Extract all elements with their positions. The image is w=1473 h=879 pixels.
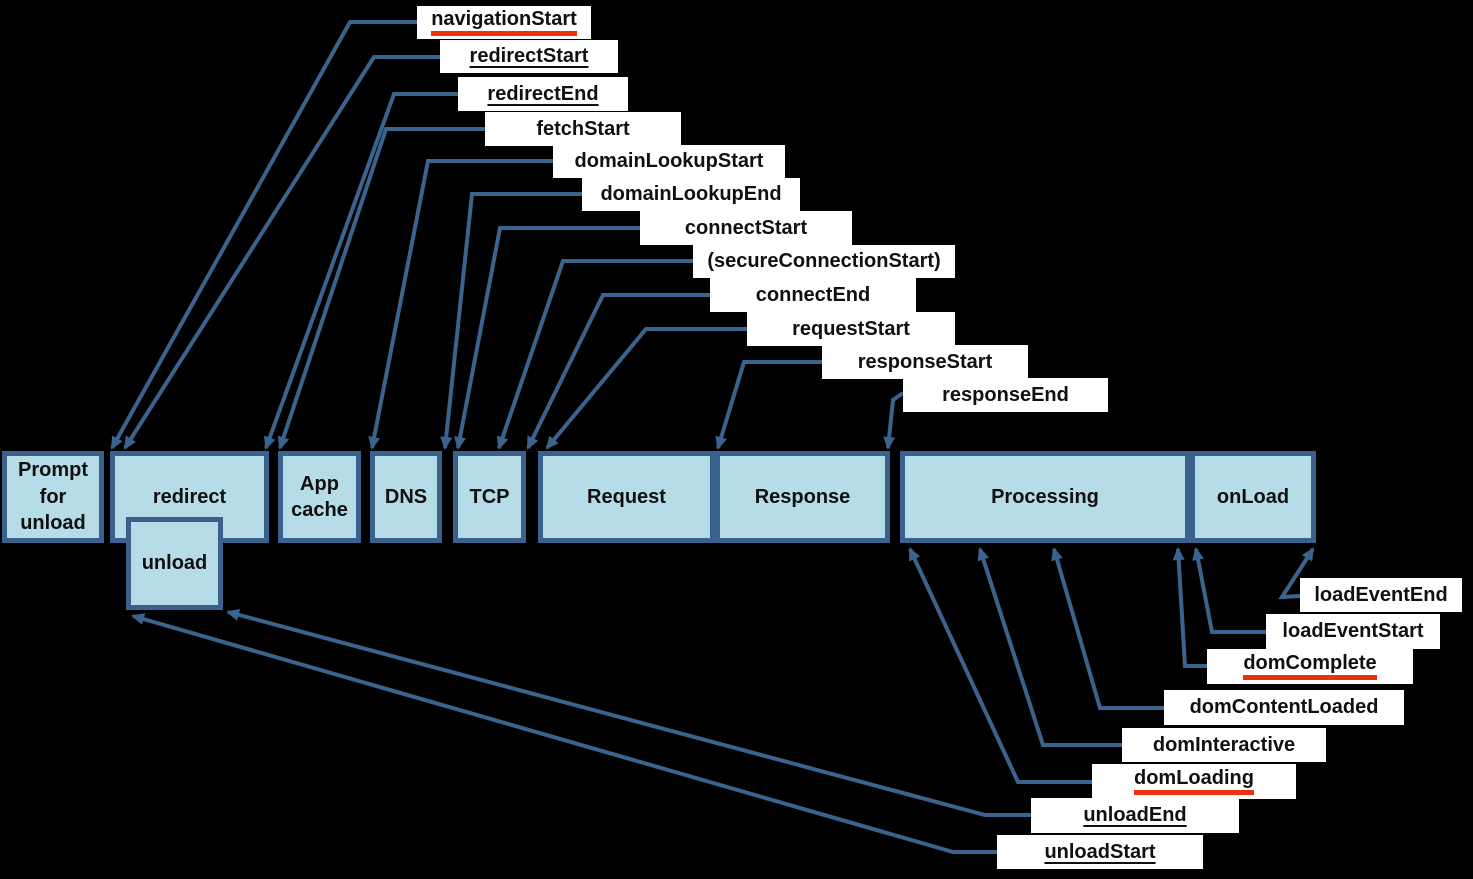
phase-box-tcp: TCP [453, 451, 526, 543]
event-label-responseEnd: responseEnd [903, 378, 1108, 412]
phase-box-label-onload: onLoad [1216, 485, 1290, 508]
event-label-navigationStart: navigationStart [417, 6, 591, 39]
phase-box-label-prompt-for-unload: Prompt for unload [18, 459, 88, 535]
phase-box-label-unload: unload [141, 552, 208, 575]
event-label-secureConnectionStart: (secureConnectionStart) [693, 245, 955, 278]
phase-box-unload: unload [126, 517, 223, 610]
phase-box-label-request: Request [587, 485, 666, 508]
event-label-redirectEnd: redirectEnd [458, 77, 628, 111]
event-label-text-redirectStart: redirectStart [469, 45, 589, 67]
phase-box-onload: onLoad [1190, 451, 1316, 543]
event-label-domainLookupStart: domainLookupStart [553, 145, 785, 178]
phase-box-request: Request [538, 451, 715, 543]
phase-box-label-tcp: TCP [469, 485, 510, 508]
event-label-text-domInteractive: domInteractive [1152, 733, 1296, 756]
event-label-text-secureConnectionStart: (secureConnectionStart) [707, 250, 941, 272]
phase-box-label-response: Response [754, 485, 851, 508]
event-label-domContentLoaded: domContentLoaded [1164, 690, 1404, 725]
event-label-text-domLoading: domLoading [1134, 768, 1254, 795]
event-label-text-domComplete: domComplete [1243, 653, 1377, 680]
event-label-redirectStart: redirectStart [440, 40, 618, 73]
phase-box-processing: Processing [900, 451, 1190, 543]
event-label-text-responseStart: responseStart [857, 350, 993, 373]
event-label-text-navigationStart: navigationStart [431, 9, 577, 36]
event-label-responseStart: responseStart [822, 345, 1028, 379]
event-label-text-connectStart: connectStart [684, 216, 808, 239]
event-label-text-responseEnd: responseEnd [942, 383, 1069, 406]
phase-box-label-processing: Processing [991, 485, 1099, 508]
event-label-domainLookupEnd: domainLookupEnd [582, 178, 800, 211]
phase-box-label-app-cache: App cache [291, 472, 348, 521]
event-label-loadEventEnd: loadEventEnd [1300, 578, 1462, 612]
event-label-fetchStart: fetchStart [485, 112, 681, 146]
event-label-domInteractive: domInteractive [1122, 728, 1326, 762]
event-label-text-fetchStart: fetchStart [536, 117, 630, 140]
event-label-unloadStart: unloadStart [997, 835, 1203, 869]
event-label-text-unloadStart: unloadStart [1044, 840, 1156, 863]
event-label-text-unloadEnd: unloadEnd [1083, 804, 1187, 826]
event-label-connectStart: connectStart [640, 211, 852, 245]
phase-box-label-dns: DNS [384, 485, 428, 508]
event-label-domComplete: domComplete [1207, 649, 1413, 684]
event-label-domLoading: domLoading [1092, 764, 1296, 799]
event-label-text-loadEventStart: loadEventStart [1282, 620, 1424, 642]
event-label-requestStart: requestStart [747, 312, 955, 346]
event-label-text-redirectEnd: redirectEnd [487, 82, 599, 105]
phase-box-response: Response [715, 451, 890, 543]
phase-box-dns: DNS [370, 451, 442, 543]
event-label-text-connectEnd: connectEnd [755, 283, 871, 306]
event-label-unloadEnd: unloadEnd [1031, 798, 1239, 833]
phase-box-app-cache: App cache [278, 451, 361, 543]
event-label-text-domainLookupStart: domainLookupStart [574, 150, 764, 172]
event-label-text-domainLookupEnd: domainLookupEnd [600, 183, 782, 205]
phase-box-label-redirect: redirect [152, 485, 227, 508]
event-label-text-requestStart: requestStart [792, 317, 910, 340]
event-label-text-loadEventEnd: loadEventEnd [1314, 583, 1448, 606]
event-label-text-domContentLoaded: domContentLoaded [1189, 696, 1379, 718]
event-label-connectEnd: connectEnd [710, 278, 916, 312]
phase-box-prompt-for-unload: Prompt for unload [2, 451, 104, 543]
event-label-loadEventStart: loadEventStart [1266, 614, 1440, 649]
